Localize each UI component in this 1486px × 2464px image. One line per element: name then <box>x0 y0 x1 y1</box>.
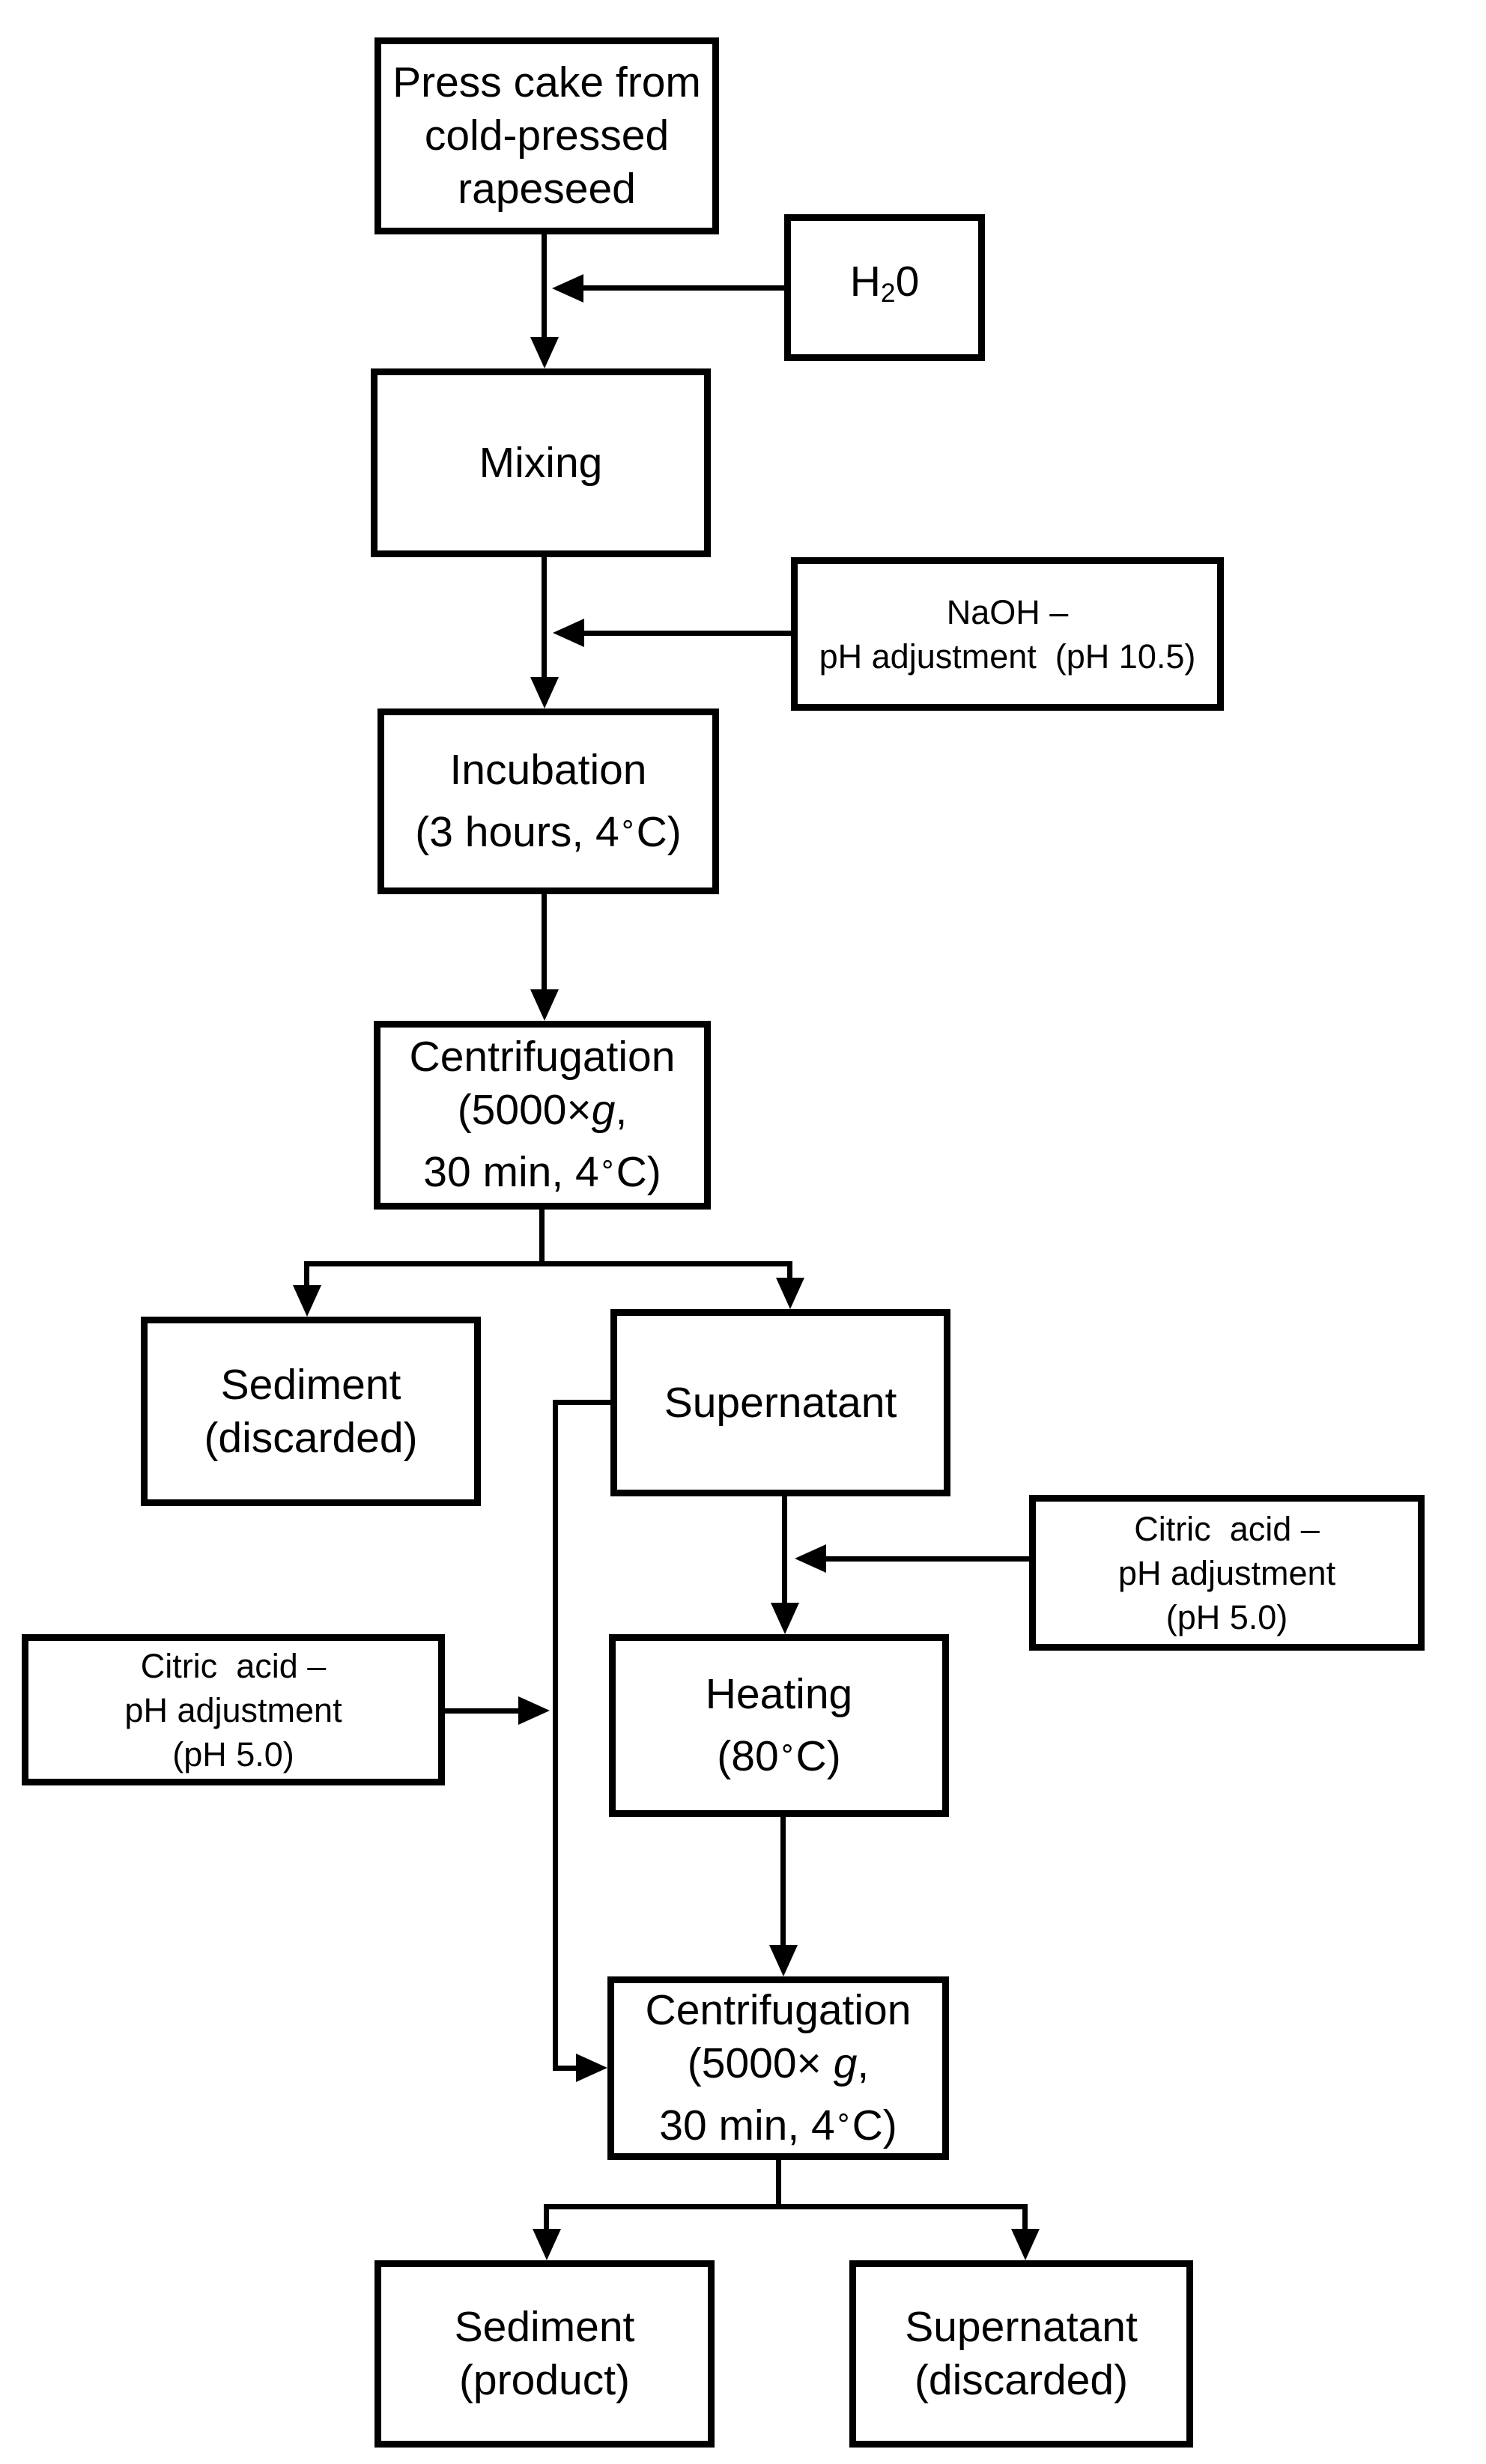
node-supernatant: Supernatant <box>610 1309 950 1496</box>
node-mixing: Mixing <box>371 368 711 557</box>
node-citric-acid-left: Citric acid – pH adjustment (pH 5.0) <box>22 1634 445 1785</box>
arrowhead-down-centrifugation2 <box>769 1945 798 1976</box>
bypass-horizontal-top <box>553 1400 610 1405</box>
split2-stem <box>776 2160 781 2209</box>
node-citric-acid-right: Citric acid – pH adjustment (pH 5.0) <box>1029 1495 1425 1651</box>
node-naoh-line-2: pH adjustment (pH 10.5) <box>819 637 1196 676</box>
node-citric-right-line-1: Citric acid – <box>1134 1509 1320 1548</box>
node-incubation-line-2: (3 hours, 4∘C) <box>415 807 682 857</box>
arrowhead-down-sediment-product <box>533 2229 561 2260</box>
connector-citric-right-feed <box>826 1556 1029 1562</box>
node-citric-left-line-3: (pH 5.0) <box>172 1735 294 1773</box>
bypass-vertical <box>553 1400 558 2071</box>
node-supernatant-discarded-line-1: Supernatant <box>905 2303 1138 2351</box>
arrowhead-left-naoh <box>553 619 584 647</box>
node-naoh-line-1: NaOH – <box>946 592 1069 631</box>
node-incubation-line-1: Incubation <box>449 745 647 794</box>
node-centrifugation-1-line-3: 30 min, 4∘C) <box>423 1148 661 1197</box>
node-citric-right-line-2: pH adjustment <box>1117 1553 1336 1592</box>
arrowhead-down-mixing <box>530 337 559 368</box>
split2-bar <box>544 2204 1028 2209</box>
connector-citric-left-feed <box>445 1708 520 1714</box>
node-centrifugation-2-line-2: (5000× g, <box>687 2039 870 2087</box>
split1-left-drop <box>304 1261 309 1288</box>
node-supernatant-discarded: Supernatant (discarded) <box>849 2260 1193 2448</box>
bypass-horizontal-bottom <box>553 2066 577 2071</box>
node-centrifugation-1-line-1: Centrifugation <box>409 1033 676 1081</box>
connector-mixing-incubation <box>542 557 547 680</box>
node-centrifugation-2-line-1: Centrifugation <box>645 1985 912 2034</box>
arrowhead-left-h2o <box>552 274 583 303</box>
connector-supernatant-heating <box>782 1496 787 1606</box>
node-sediment-product: Sediment (product) <box>374 2260 715 2448</box>
connector-h2o-feed <box>583 285 790 291</box>
node-citric-right-line-3: (pH 5.0) <box>1165 1597 1288 1636</box>
node-supernatant-discarded-line-2: (discarded) <box>914 2356 1129 2404</box>
node-centrifugation-1-line-2: (5000×g, <box>457 1086 628 1135</box>
split1-bar <box>304 1261 792 1266</box>
node-press-cake-line-3: rapeseed <box>458 165 636 213</box>
node-sediment-discarded: Sediment (discarded) <box>141 1317 481 1506</box>
split1-stem <box>539 1210 545 1266</box>
node-sediment-product-line-1: Sediment <box>454 2303 635 2351</box>
node-h2o-label: H20 <box>849 258 920 308</box>
node-heating-line-1: Heating <box>705 1669 853 1718</box>
arrowhead-down-centrifugation1 <box>530 989 559 1021</box>
node-sediment-discarded-line-1: Sediment <box>220 1360 401 1409</box>
node-heating-line-2: (80∘C) <box>717 1732 841 1781</box>
arrowhead-left-citric-right <box>795 1544 826 1573</box>
split1-right-drop <box>787 1261 792 1281</box>
arrowhead-down-sediment-discarded <box>293 1285 321 1317</box>
arrowhead-down-supernatant-discarded <box>1011 2229 1040 2260</box>
node-press-cake: Press cake from cold-pressed rapeseed <box>374 37 719 234</box>
arrowhead-down-supernatant <box>776 1278 804 1309</box>
node-press-cake-line-2: cold-pressed <box>424 112 670 160</box>
node-heating: Heating (80∘C) <box>609 1634 949 1817</box>
node-h2o: H20 <box>784 214 985 361</box>
node-supernatant-label: Supernatant <box>664 1378 897 1427</box>
node-sediment-product-line-2: (product) <box>458 2356 631 2404</box>
split2-right-drop <box>1022 2204 1028 2232</box>
arrowhead-right-centrifugation2 <box>576 2054 607 2082</box>
node-incubation: Incubation (3 hours, 4∘C) <box>377 708 719 894</box>
arrowhead-down-heating <box>771 1603 799 1634</box>
node-centrifugation-1: Centrifugation (5000×g, 30 min, 4∘C) <box>374 1021 711 1210</box>
arrowhead-down-incubation <box>530 677 559 708</box>
connector-naoh-feed <box>584 631 791 636</box>
node-naoh-ph-adjustment: NaOH – pH adjustment (pH 10.5) <box>791 557 1224 711</box>
node-centrifugation-2: Centrifugation (5000× g, 30 min, 4∘C) <box>607 1976 949 2160</box>
node-centrifugation-2-line-3: 30 min, 4∘C) <box>659 2101 897 2150</box>
node-citric-left-line-1: Citric acid – <box>140 1646 327 1685</box>
node-citric-left-line-2: pH adjustment <box>124 1690 342 1729</box>
node-press-cake-line-1: Press cake from <box>392 58 701 106</box>
connector-presscake-mixing <box>542 234 547 341</box>
split2-left-drop <box>544 2204 549 2232</box>
connector-heating-centrifugation2 <box>780 1817 786 1948</box>
node-sediment-discarded-line-2: (discarded) <box>204 1413 418 1462</box>
arrowhead-right-citric-left <box>518 1696 550 1725</box>
connector-incubation-centrifugation1 <box>542 894 547 992</box>
node-mixing-label: Mixing <box>479 438 603 487</box>
